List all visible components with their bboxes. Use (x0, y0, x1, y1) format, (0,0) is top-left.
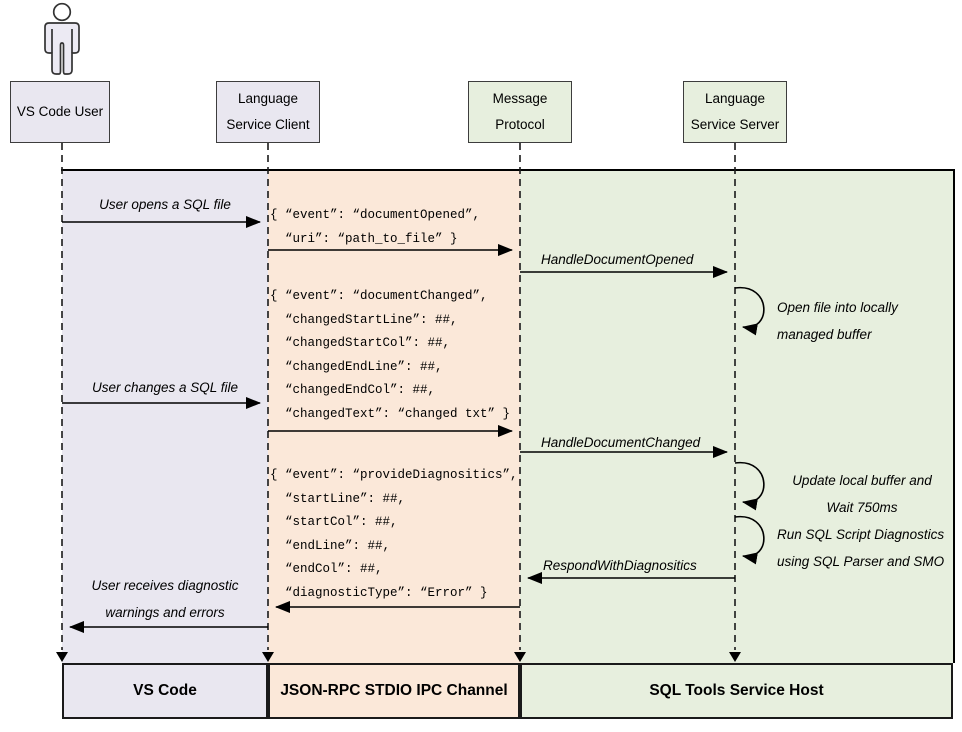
actor-box-language-service-client: Language Service Client (216, 81, 320, 143)
label-handle-document-changed: HandleDocumentChanged (541, 435, 701, 450)
person-icon (44, 2, 80, 75)
label-user-receives-diagnostics: User receives diagnostic warnings and er… (91, 578, 239, 620)
label-user-opens-sql-file: User opens a SQL file (99, 197, 231, 212)
footer-label: SQL Tools Service Host (649, 682, 824, 699)
note-open-file-buffer: Open file into locally managed buffer (777, 300, 898, 342)
footer-label: JSON-RPC STDIO IPC Channel (280, 682, 508, 699)
actor-label: Service Server (690, 117, 780, 132)
message-document-changed: { “event”: “documentChanged”, “changedSt… (270, 289, 511, 421)
lane-vscode (62, 170, 268, 663)
actor-box-message-protocol: Message Protocol (468, 81, 572, 143)
footer-box-json-rpc-channel: JSON-RPC STDIO IPC Channel (268, 663, 520, 719)
footer-box-sql-tools-host: SQL Tools Service Host (520, 663, 953, 719)
actor-label: Language (237, 91, 299, 106)
label-user-changes-sql-file: User changes a SQL file (91, 380, 239, 395)
actor-label: VS Code User (16, 104, 104, 119)
message-document-opened: { “event”: “documentOpened”, “uri”: “pat… (270, 208, 481, 246)
lane-json-rpc-channel (268, 170, 520, 663)
actor-label: Language (704, 91, 766, 106)
message-provide-diagnostics: { “event”: “provideDiagnositics”, “start… (270, 468, 518, 600)
label-respond-with-diagnostics: RespondWithDiagnositics (543, 558, 697, 573)
note-run-sql-diagnostics: Run SQL Script Diagnostics using SQL Par… (777, 527, 945, 569)
actor-box-vscode-user: VS Code User (10, 81, 110, 143)
label-handle-document-opened: HandleDocumentOpened (541, 252, 694, 267)
note-update-buffer-wait: Update local buffer and Wait 750ms (792, 473, 932, 515)
footer-label: VS Code (133, 682, 197, 699)
actor-box-language-service-server: Language Service Server (683, 81, 787, 143)
lane-sql-tools-host (520, 170, 955, 663)
footer-box-vscode: VS Code (62, 663, 268, 719)
actor-label: Protocol (495, 117, 545, 132)
actor-label: Message (492, 91, 548, 106)
actor-label: Service Client (226, 117, 310, 132)
